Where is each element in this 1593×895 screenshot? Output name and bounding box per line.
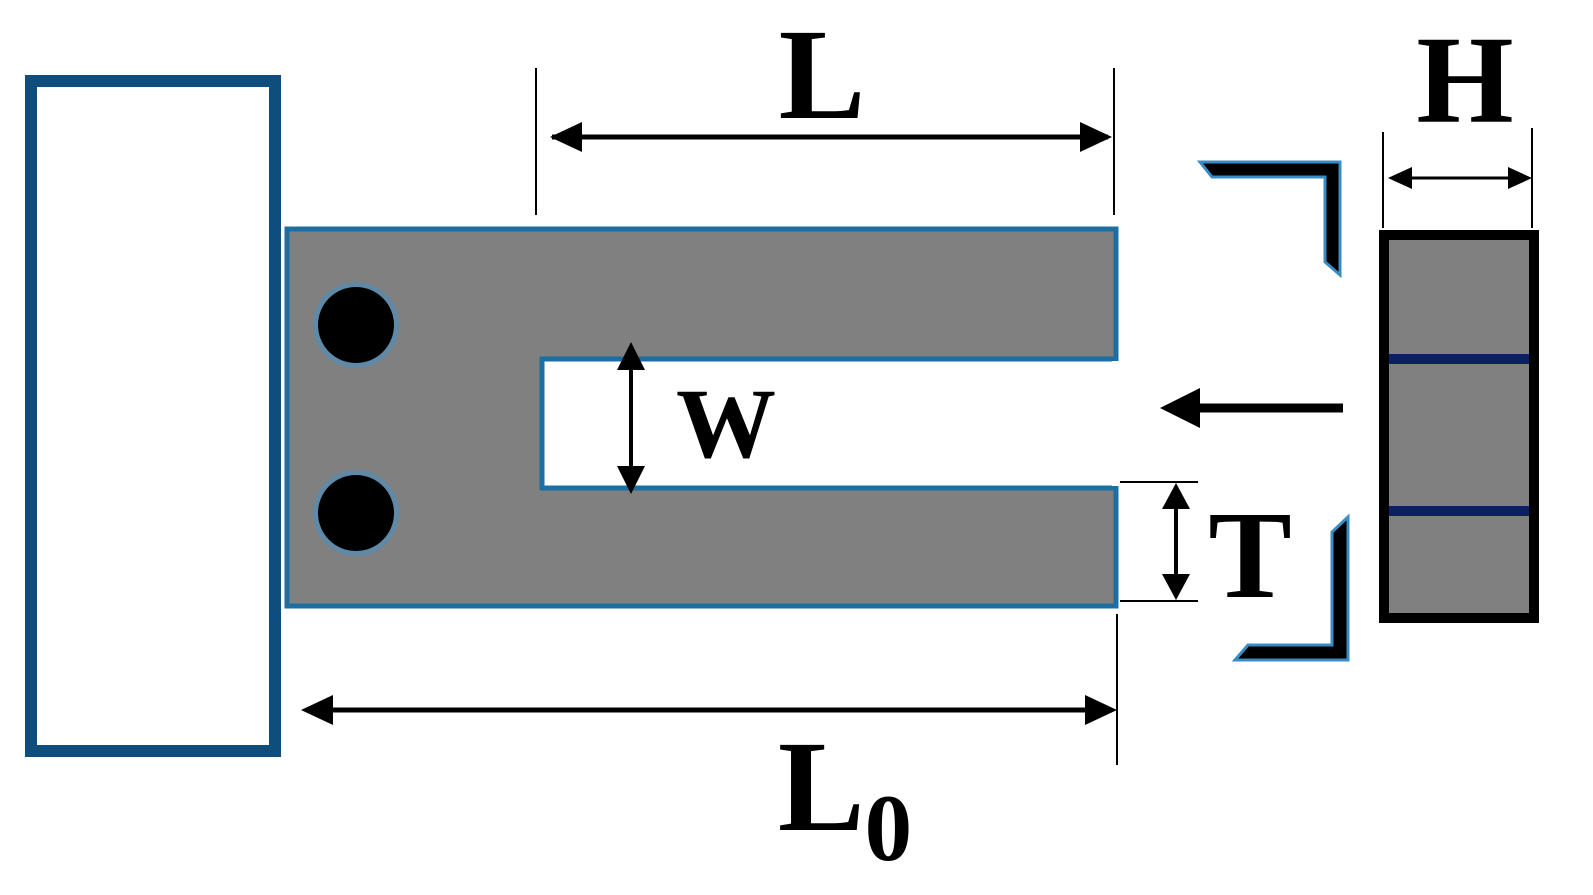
dimension-T: T: [1120, 481, 1292, 625]
label-L: L: [779, 3, 866, 147]
left-arrow-icon: [1160, 388, 1343, 428]
label-H: H: [1416, 12, 1513, 150]
section-cut-corner-icon: [1196, 160, 1350, 662]
label-L0-base: L: [778, 715, 865, 859]
label-L0: L0: [778, 715, 912, 881]
label-L0-subscript: 0: [865, 775, 913, 881]
bolt-hole-upper: [313, 282, 399, 368]
label-T: T: [1208, 487, 1291, 625]
u-shaped-specimen: [284, 226, 1119, 609]
cross-section: [1379, 230, 1539, 623]
dimension-W: W: [617, 342, 776, 494]
label-W: W: [676, 368, 776, 479]
dimension-H: H: [1382, 12, 1533, 228]
dimension-L: L: [535, 3, 1115, 215]
dimension-L0: L0: [301, 614, 1118, 881]
fixture-block: [25, 75, 281, 757]
bolt-hole-lower: [313, 470, 399, 556]
